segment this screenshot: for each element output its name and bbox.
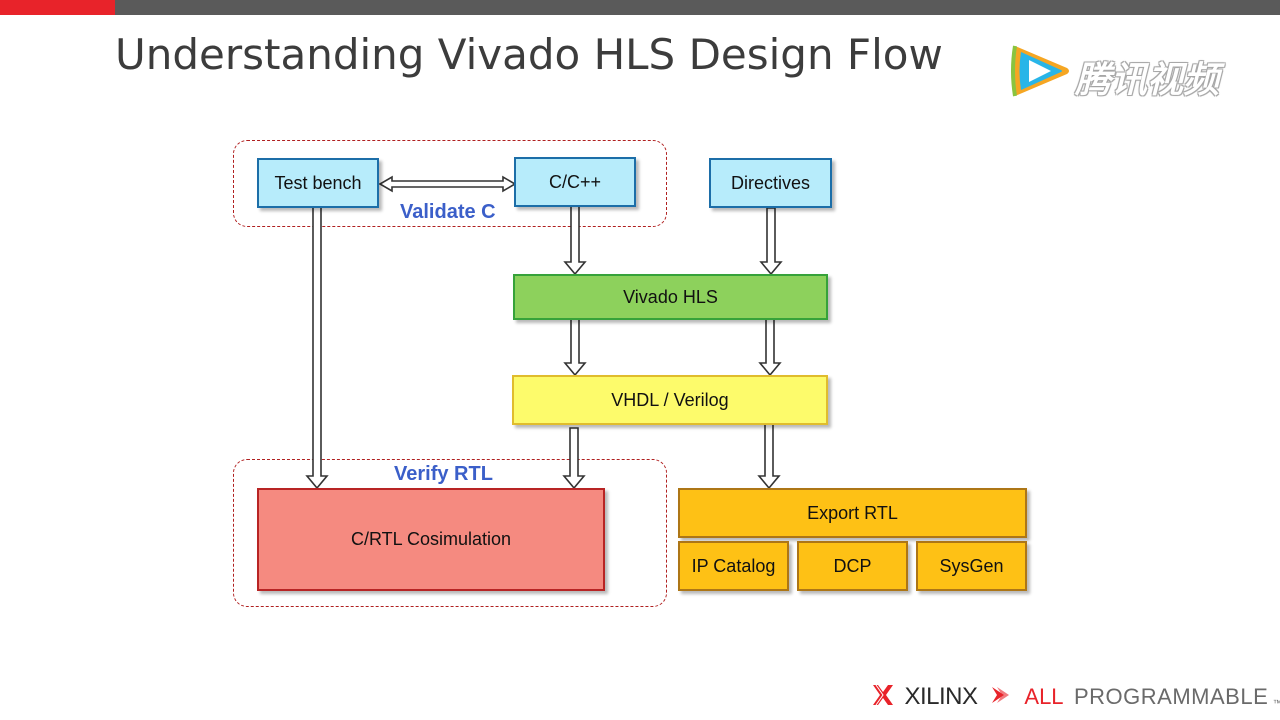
arrow-cpp-hls (563, 205, 587, 276)
sysgen-node: SysGen (916, 541, 1027, 591)
watermark: 腾讯视频 (1005, 38, 1245, 104)
xilinx-logo-icon (872, 684, 894, 711)
validate-c-label: Validate C (400, 201, 496, 223)
slide-title: Understanding Vivado HLS Design Flow (115, 30, 943, 79)
watermark-text: 腾讯视频 (1075, 59, 1220, 100)
footer-tagline-all: ALL (1024, 684, 1064, 709)
footer-trademark: ™ (1272, 698, 1280, 708)
footer-logo: XILINX ALL PROGRAMMABLE ™ (872, 683, 1280, 711)
chevron-right-icon (990, 685, 1010, 710)
arrow-vhdl-export (757, 423, 781, 490)
top-bar (0, 0, 1280, 15)
arrow-vhdl-cosim (562, 427, 586, 490)
validate-c-group (233, 140, 667, 227)
verify-rtl-label: Verify RTL (394, 463, 493, 485)
arrow-hls-vhdl-left (563, 318, 587, 377)
ip-catalog-node: IP Catalog (678, 541, 789, 591)
c-cpp-node: C/C++ (514, 157, 636, 207)
footer-tagline-programmable: PROGRAMMABLE (1074, 684, 1269, 709)
top-bar-accent (0, 0, 115, 15)
arrow-hls-vhdl-right (758, 318, 782, 377)
directives-node: Directives (709, 158, 832, 208)
verify-rtl-group (233, 459, 667, 607)
arrow-testbench-cosim (305, 206, 329, 490)
play-logo-icon (1011, 45, 1069, 97)
cosimulation-node: C/RTL Cosimulation (257, 488, 605, 591)
test-bench-node: Test bench (257, 158, 379, 208)
dcp-node: DCP (797, 541, 908, 591)
export-rtl-node: Export RTL (678, 488, 1027, 538)
arrow-testbench-cpp (378, 175, 517, 193)
vhdl-verilog-node: VHDL / Verilog (512, 375, 828, 425)
arrow-directives-hls (759, 207, 783, 276)
footer-brand: XILINX (904, 683, 978, 710)
vivado-hls-node: Vivado HLS (513, 274, 828, 320)
